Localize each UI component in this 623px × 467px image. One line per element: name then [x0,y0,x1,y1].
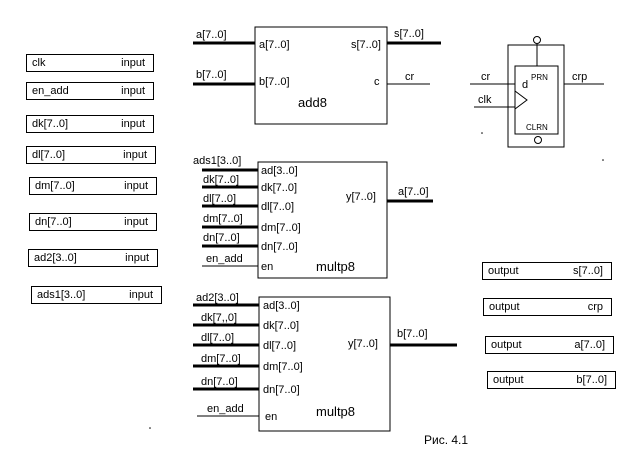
multp8-1-title: multp8 [316,259,355,274]
multp8-2-pin-dm: dm[7..0] [263,361,303,373]
multp8-1-pin-dn: dn[7..0] [261,241,298,253]
port-dir: input [121,85,145,97]
input-port-ad2: ad2[3..0] input [28,249,158,267]
port-name: dm[7..0] [35,180,75,192]
port-name: s[7..0] [573,265,603,277]
dff-clrn-label: CLRN [526,123,548,132]
multp8-2-wire-dm: dm[7..0] [201,353,241,365]
multp8-2-pin-y: y[7..0] [348,338,378,350]
add8-pin-a: a[7..0] [259,39,290,51]
add8-pin-s: s[7..0] [351,39,381,51]
multp8-1-wire-en: en_add [206,253,243,265]
multp8-1-block [257,161,388,279]
multp8-1-wire-ads1: ads1[3..0] [193,155,241,167]
dff-crp-label: crp [572,71,587,83]
multp8-2-pin-dn: dn[7..0] [263,384,300,396]
port-dir: output [488,265,519,277]
port-name: a[7..0] [574,339,605,351]
add8-s-wire-label: s[7..0] [394,28,424,40]
dff-cr-label: cr [481,71,491,83]
stray-dot [149,427,151,429]
input-port-dk: dk[7..0] input [26,115,154,133]
output-port-a: output a[7..0] [485,336,614,354]
figure-caption: Рис. 4.1 [424,433,469,447]
add8-block [254,26,388,125]
add8-pin-c: c [374,76,380,88]
port-dir: input [124,216,148,228]
multp8-2-block [258,296,391,432]
multp8-1-wire-dn: dn[7..0] [203,232,240,244]
input-port-dm: dm[7..0] input [29,177,157,195]
multp8-2-pin-dl: dl[7..0] [263,340,296,352]
multp8-1-out-wire-label: a[7..0] [398,186,429,198]
add8-a-wire-label: a[7..0] [196,29,227,41]
port-dir: input [121,118,145,130]
multp8-1-pin-en: en [261,261,273,273]
port-dir: input [121,57,145,69]
port-name: ad2[3..0] [34,252,77,264]
add8-title: add8 [298,95,327,110]
multp8-2-pin-en: en [265,411,277,423]
input-port-en-add: en_add input [26,82,154,100]
port-name: ads1[3..0] [37,289,86,301]
port-dir: input [124,180,148,192]
port-name: crp [587,301,603,313]
stray-dot [481,132,483,134]
input-port-dl: dl[7..0] input [26,146,156,164]
output-port-b: output b[7..0] [487,371,616,389]
port-dir: output [489,301,520,313]
dff-clrn-bubble [534,136,542,144]
multp8-2-pin-dk: dk[7..0] [263,320,299,332]
port-name: dn[7..0] [35,216,72,228]
multp8-2-pin-ad: ad[3..0] [263,300,300,312]
dff-prn-label: PRN [531,73,548,82]
dff-clock-triangle [514,90,528,110]
port-name: clk [32,57,46,69]
multp8-2-wire-dn: dn[7..0] [201,376,238,388]
port-dir: input [125,252,149,264]
input-port-ads1: ads1[3..0] input [31,286,162,304]
dff-clk-label: clk [478,94,492,106]
multp8-1-pin-dm: dm[7..0] [261,222,301,234]
input-port-dn: dn[7..0] input [29,213,157,231]
multp8-2-wire-en: en_add [207,403,244,415]
multp8-2-out-wire-label: b[7..0] [397,328,428,340]
multp8-1-wire-dm: dm[7..0] [203,213,243,225]
add8-pin-b: b[7..0] [259,76,290,88]
port-dir: output [491,339,522,351]
multp8-1-pin-ad: ad[3..0] [261,165,298,177]
stray-dot [602,159,604,161]
port-name: b[7..0] [576,374,607,386]
add8-b-wire-label: b[7..0] [196,69,227,81]
multp8-1-pin-dk: dk[7..0] [261,182,297,194]
multp8-2-wire-dl: dl[7..0] [201,332,234,344]
port-name: en_add [32,85,69,97]
port-dir: input [123,149,147,161]
output-port-s: output s[7..0] [482,262,612,280]
multp8-1-wire-dk: dk[7..0] [203,174,239,186]
add8-cr-wire-label: cr [405,71,415,83]
input-port-clk: clk input [26,54,154,72]
dff-d-label: d [522,79,528,91]
multp8-1-pin-y: y[7..0] [346,191,376,203]
port-name: dl[7..0] [32,149,66,161]
port-name: dk[7..0] [32,118,69,130]
dff-prn-bubble [533,36,541,44]
port-dir: output [493,374,524,386]
output-port-crp: output crp [483,298,612,316]
multp8-2-wire-ad2: ad2[3..0] [196,292,239,304]
multp8-1-pin-dl: dl[7..0] [261,201,294,213]
multp8-2-title: multp8 [316,404,355,419]
port-dir: input [129,289,153,301]
multp8-2-wire-dk: dk[7,,0] [201,312,237,324]
dff-outer-box [507,44,565,148]
multp8-1-wire-dl: dl[7..0] [203,193,236,205]
